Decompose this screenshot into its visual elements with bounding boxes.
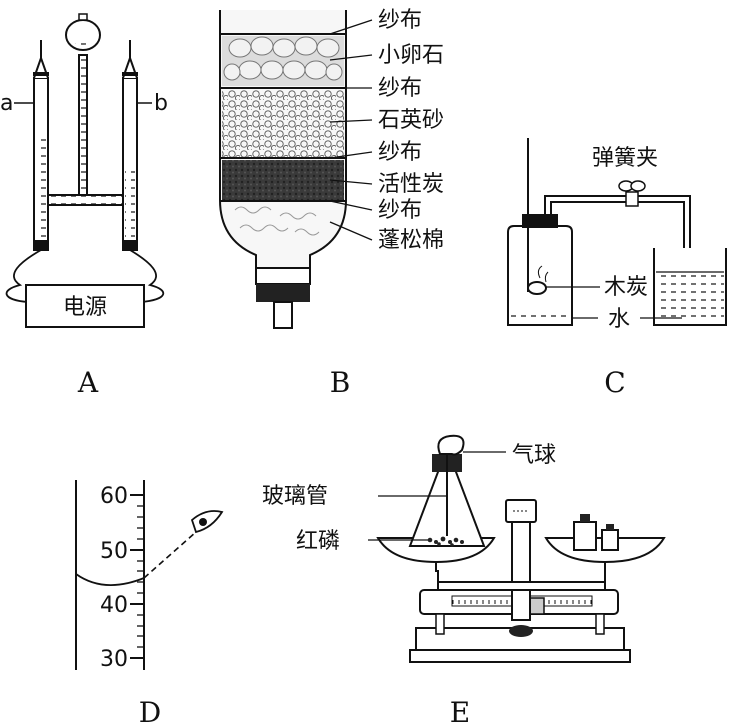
power-label: 电源 (63, 295, 107, 320)
center-tube (78, 54, 88, 196)
right-tube-water (125, 165, 135, 245)
bottle-cap (256, 284, 310, 302)
left-electrode (35, 240, 47, 250)
electrode-a-label: a (0, 91, 13, 116)
layer-label: 纱布 (378, 8, 422, 33)
layer-label: 蓬松棉 (378, 228, 444, 253)
panel-d-label: D (139, 696, 161, 727)
layer-label: 纱布 (378, 140, 422, 165)
layer-label: 活性炭 (378, 172, 444, 197)
balloon (437, 434, 465, 456)
layer-label: 纱布 (378, 198, 422, 223)
panel-c-label: C (604, 366, 625, 399)
eye-icon (190, 510, 224, 534)
left-stopcock (33, 72, 49, 76)
electrode-b-label: b (154, 91, 168, 116)
right-stopcock (122, 72, 138, 76)
jar-water (510, 310, 570, 323)
tick-label: 50 (100, 539, 128, 564)
glass-tube-label: 玻璃管 (262, 484, 328, 509)
activated-carbon-layer (222, 160, 344, 200)
water-label: 水 (608, 307, 630, 332)
panel-a-label: A (77, 366, 99, 399)
left-tube-water (36, 135, 46, 245)
cotton-layer (234, 206, 320, 236)
weight-small (601, 529, 619, 551)
red-phosphorus-label: 红磷 (296, 529, 340, 554)
panel-c-combustion-setup: 弹簧夹 木炭 水 C (507, 138, 727, 399)
left-wire (5, 249, 42, 303)
meniscus (75, 573, 145, 587)
red-phosphorus (427, 536, 464, 547)
layer-label: 纱布 (378, 76, 422, 101)
connector-tube (47, 194, 124, 206)
panel-e-balance-experiment: 气球 玻璃管 红磷 E (262, 434, 666, 727)
panel-d-graduated-cylinder: 60 50 40 30 D (75, 480, 224, 727)
layer-label: 石英砂 (378, 108, 444, 133)
outlet-tube (273, 301, 293, 329)
center-pillar (511, 519, 531, 621)
power-supply (25, 284, 145, 328)
panel-e-label: E (450, 696, 470, 727)
balance-base (409, 649, 631, 663)
tick-label: 30 (100, 647, 128, 672)
tick-label: 40 (100, 593, 128, 618)
gas-jar (507, 225, 573, 326)
clamp-label: 弹簧夹 (592, 146, 658, 171)
reservoir-bulb (65, 19, 101, 51)
right-electrode (124, 240, 136, 250)
jar-stopper (522, 214, 558, 228)
charcoal-label: 木炭 (604, 275, 648, 300)
spring-clip (618, 180, 646, 207)
panel-a-electrolysis-apparatus: 电源 a b A (0, 13, 168, 399)
sight-line (143, 531, 197, 579)
balloon-label: 气球 (512, 443, 556, 468)
tick-label: 60 (100, 484, 128, 509)
panel-b-label: B (330, 366, 351, 399)
layer-label: 小卵石 (378, 43, 444, 68)
quartz-sand-layer (222, 90, 344, 158)
weight-large (573, 521, 597, 551)
rider (529, 597, 545, 615)
panel-b-water-filter: 纱布 小卵石 纱布 石英砂 纱布 活性炭 纱布 蓬松棉 B (219, 8, 444, 399)
beaker-water (656, 272, 724, 323)
right-wire (129, 249, 164, 303)
